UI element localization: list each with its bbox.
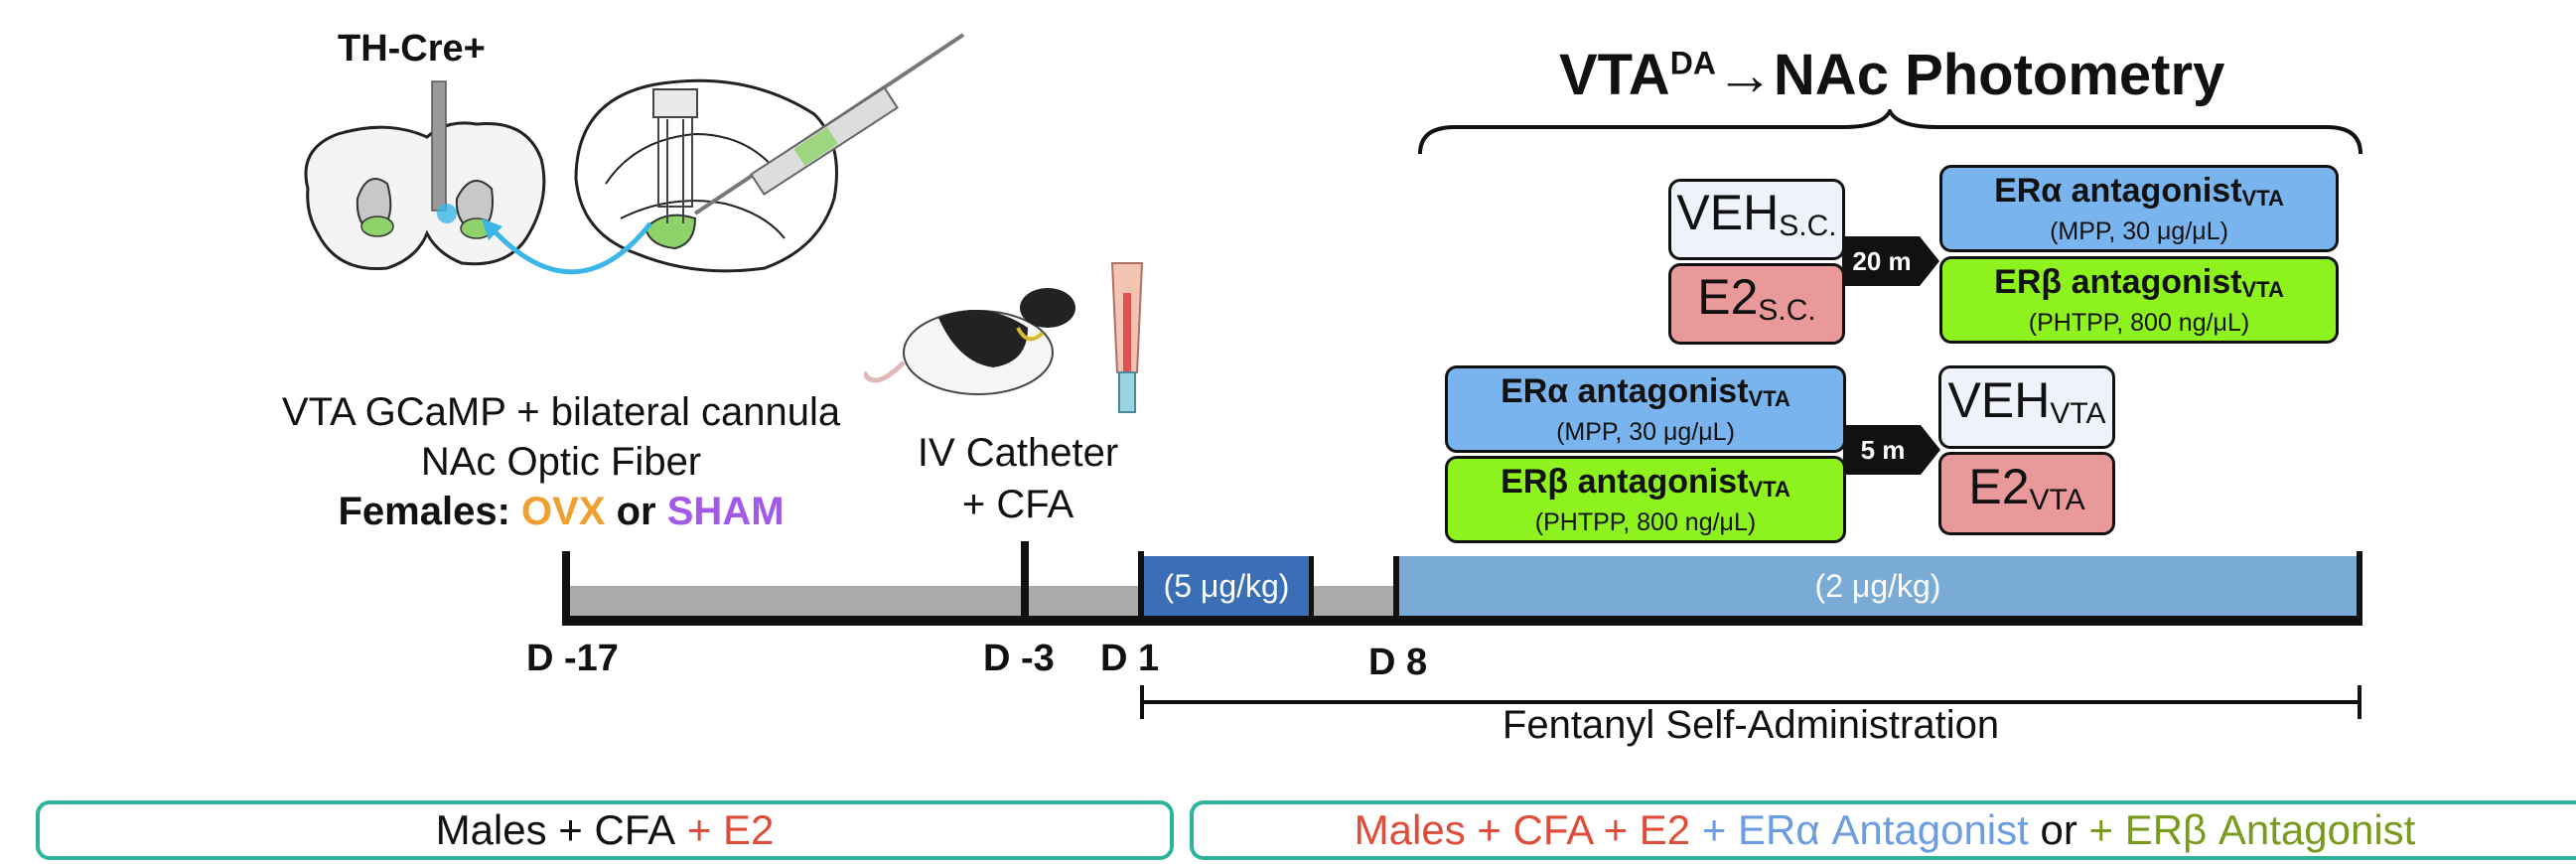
- projection-arrow-icon: [490, 221, 652, 275]
- sagittal-brain-outline: [574, 78, 838, 273]
- veh-vta-box: VEHVTA: [1938, 365, 2115, 449]
- upper-erb-detail: (PHTPP, 800 ng/μL): [2028, 309, 2250, 337]
- upper-era-sub: VTA: [2241, 186, 2284, 211]
- day-label-d-3: D -3: [983, 638, 1055, 679]
- tick-d-17: [562, 551, 570, 626]
- day-label-d-17: D -17: [526, 638, 619, 679]
- veh-vta-sub: VTA: [2050, 397, 2106, 430]
- phase-bracket-right: [2358, 685, 2361, 719]
- title-rest: →NAc Photometry: [1715, 43, 2225, 107]
- upper-delay-label: 20 m: [1852, 245, 1912, 276]
- males-cfa-e2-box: Males + CFA + E2: [36, 800, 1174, 860]
- photometry-title: VTADA→NAc Photometry: [1559, 42, 2224, 108]
- surgery-line-1: VTA GCaMP + bilateral cannula: [281, 390, 841, 434]
- title-vta: VTA: [1559, 43, 1670, 107]
- veh-vta-main: VEH: [1947, 372, 2051, 428]
- females-label: Females:: [338, 490, 510, 533]
- cannula-icon: [652, 88, 698, 118]
- tick-d-3: [1021, 541, 1029, 626]
- females-line: Females: OVX or SHAM: [238, 487, 884, 536]
- lower-arrow-icon: [1843, 425, 1940, 475]
- e2-text: + E2: [675, 806, 775, 853]
- tick-dose-end: [1309, 556, 1314, 626]
- or-label: or: [616, 490, 656, 533]
- catheter-line-2: + CFA: [961, 483, 1074, 526]
- e2-vta-main: E2: [1968, 459, 2030, 514]
- lower-erb-sub: VTA: [1748, 477, 1790, 502]
- lower-erb-box: ERβ antagonistVTA (PHTPP, 800 ng/μL): [1445, 456, 1846, 543]
- upper-era-main: ERα antagonist: [1994, 172, 2242, 210]
- dose-5-bar: (5 μg/kg): [1142, 556, 1311, 616]
- phase-bracket: [1140, 700, 2361, 704]
- veh-sc-sub: S.C.: [1779, 210, 1837, 242]
- syringe-icon: [693, 33, 965, 216]
- lower-era-sub: VTA: [1748, 386, 1790, 411]
- dose-2-bar: (2 μg/kg): [1396, 556, 2360, 616]
- e2-vta-box: E2VTA: [1938, 452, 2115, 535]
- upper-era-box: ERα antagonistVTA (MPP, 30 μg/μL): [1939, 165, 2339, 252]
- males-cfa-text: Males + CFA: [435, 806, 676, 853]
- lower-delay-label: 5 m: [1860, 434, 1906, 465]
- surgery-description: VTA GCaMP + bilateral cannula NAc Optic …: [238, 387, 884, 536]
- optic-fiber-icon: [431, 80, 447, 212]
- lower-erb-detail: (PHTPP, 800 ng/μL): [1534, 508, 1757, 536]
- phase-bracket-left: [1140, 685, 1144, 719]
- tick-end: [2357, 551, 2362, 626]
- catheter-arm-icon: [1110, 262, 1144, 413]
- lower-erb-main: ERβ antagonist: [1501, 463, 1749, 501]
- mouse-strain-label: TH-Cre+: [338, 28, 486, 70]
- timeline-baseline: [562, 616, 2361, 626]
- ovx-label: OVX: [521, 490, 606, 533]
- e2-sc-sub: S.C.: [1758, 294, 1816, 327]
- veh-sc-box: VEHS.C.: [1668, 179, 1845, 260]
- catheter-line-1: IV Catheter: [917, 431, 1119, 475]
- rat-icon: [864, 288, 1075, 395]
- erb-antagonist-text: + ERβ Antagonist: [2088, 806, 2416, 853]
- catheter-description: IV Catheter + CFA: [894, 427, 1142, 530]
- veh-sc-main: VEH: [1676, 185, 1780, 240]
- day-label-d1: D 1: [1100, 638, 1160, 679]
- phase-label: Fentanyl Self-Administration: [1502, 703, 2000, 747]
- photometry-brace: [1418, 109, 2362, 155]
- upper-era-detail: (MPP, 30 μg/μL): [2050, 217, 2228, 245]
- e2-sc-box: E2S.C.: [1668, 263, 1845, 345]
- gap-bar: [1311, 586, 1396, 616]
- title-da: DA: [1669, 45, 1716, 81]
- upper-erb-box: ERβ antagonistVTA (PHTPP, 800 ng/μL): [1939, 256, 2339, 344]
- tick-d8: [1393, 556, 1399, 626]
- upper-erb-main: ERβ antagonist: [1994, 263, 2242, 301]
- brain-surgery-illustration: [304, 33, 965, 275]
- tick-d1: [1138, 551, 1144, 626]
- era-antagonist-text: + ERα Antagonist: [1690, 806, 2029, 853]
- lower-era-main: ERα antagonist: [1501, 372, 1749, 410]
- lower-era-box: ERα antagonistVTA (MPP, 30 μg/μL): [1445, 365, 1846, 453]
- upper-arrow-icon: [1842, 236, 1939, 286]
- day-label-d8: D 8: [1368, 642, 1428, 683]
- surgery-line-2: NAc Optic Fiber: [420, 440, 702, 484]
- upper-erb-sub: VTA: [2241, 277, 2284, 302]
- e2-vta-sub: VTA: [2029, 484, 2085, 516]
- sham-label: SHAM: [666, 490, 785, 533]
- pre-timeline-bar: [566, 586, 1142, 616]
- e2-sc-main: E2: [1697, 269, 1759, 325]
- or-text: or: [2028, 806, 2089, 853]
- lower-era-detail: (MPP, 30 μg/μL): [1556, 418, 1735, 446]
- males-cfa-antagonist-box: Males + CFA + E2 + ERα Antagonist or + E…: [1190, 800, 2576, 860]
- males-cfa-e2-red-text: Males + CFA + E2: [1354, 806, 1691, 853]
